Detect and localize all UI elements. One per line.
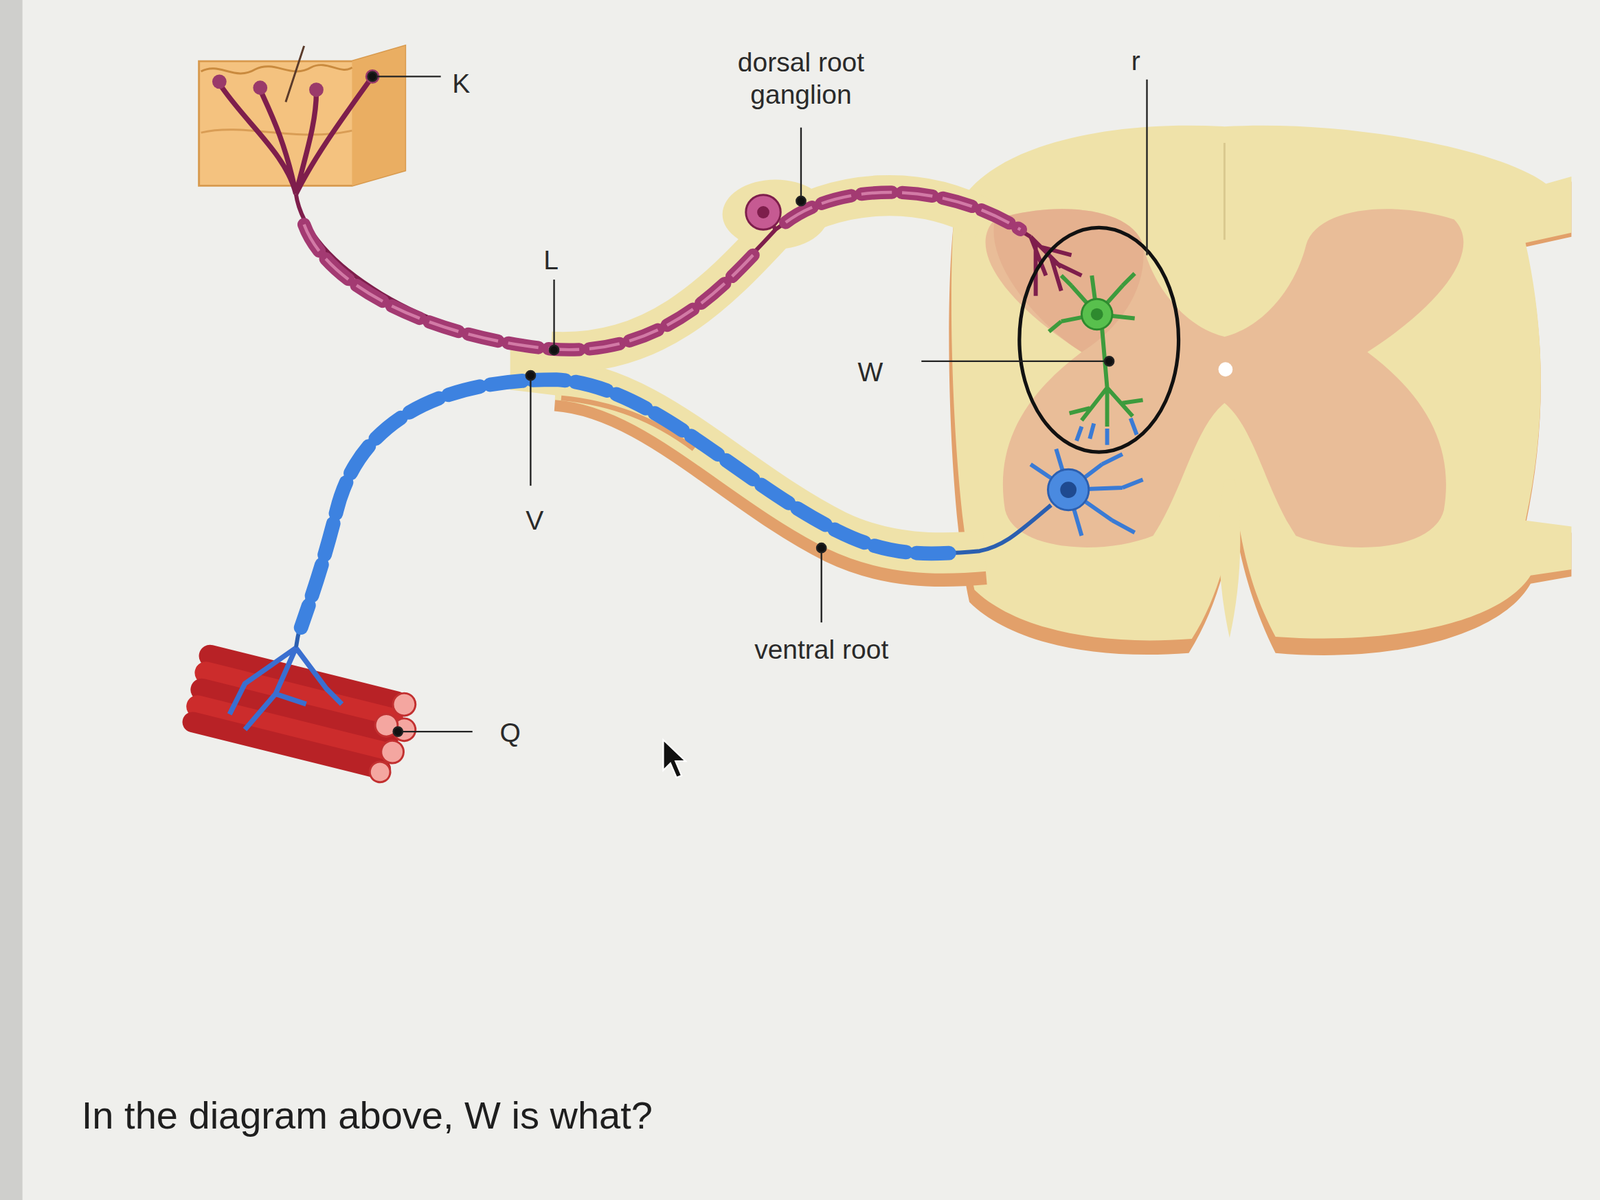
- part-label: L: [540, 242, 562, 279]
- motor-neuron: [296, 379, 1144, 649]
- question-caption: In the diagram above, W is what?: [81, 1093, 653, 1138]
- highlight-ellipse: [1019, 227, 1179, 453]
- sensory-neuron: [212, 69, 1083, 350]
- part-label: dorsal root ganglion: [702, 44, 900, 113]
- part-label: r: [1128, 43, 1144, 80]
- interneuron: [1049, 273, 1144, 446]
- leader-lines: [367, 72, 1147, 737]
- mouse-cursor: [662, 739, 686, 778]
- part-label: Q: [496, 715, 523, 751]
- part-label: W: [855, 354, 887, 391]
- part-label: V: [522, 502, 547, 539]
- photo-edge: [0, 0, 23, 1200]
- part-label: ventral root: [751, 632, 892, 668]
- spinal-cord: [948, 125, 1572, 656]
- muscle-bundle: [179, 642, 424, 788]
- nerve-roots: [510, 179, 986, 562]
- part-label: K: [449, 65, 473, 102]
- motor-end-plate: [229, 647, 342, 730]
